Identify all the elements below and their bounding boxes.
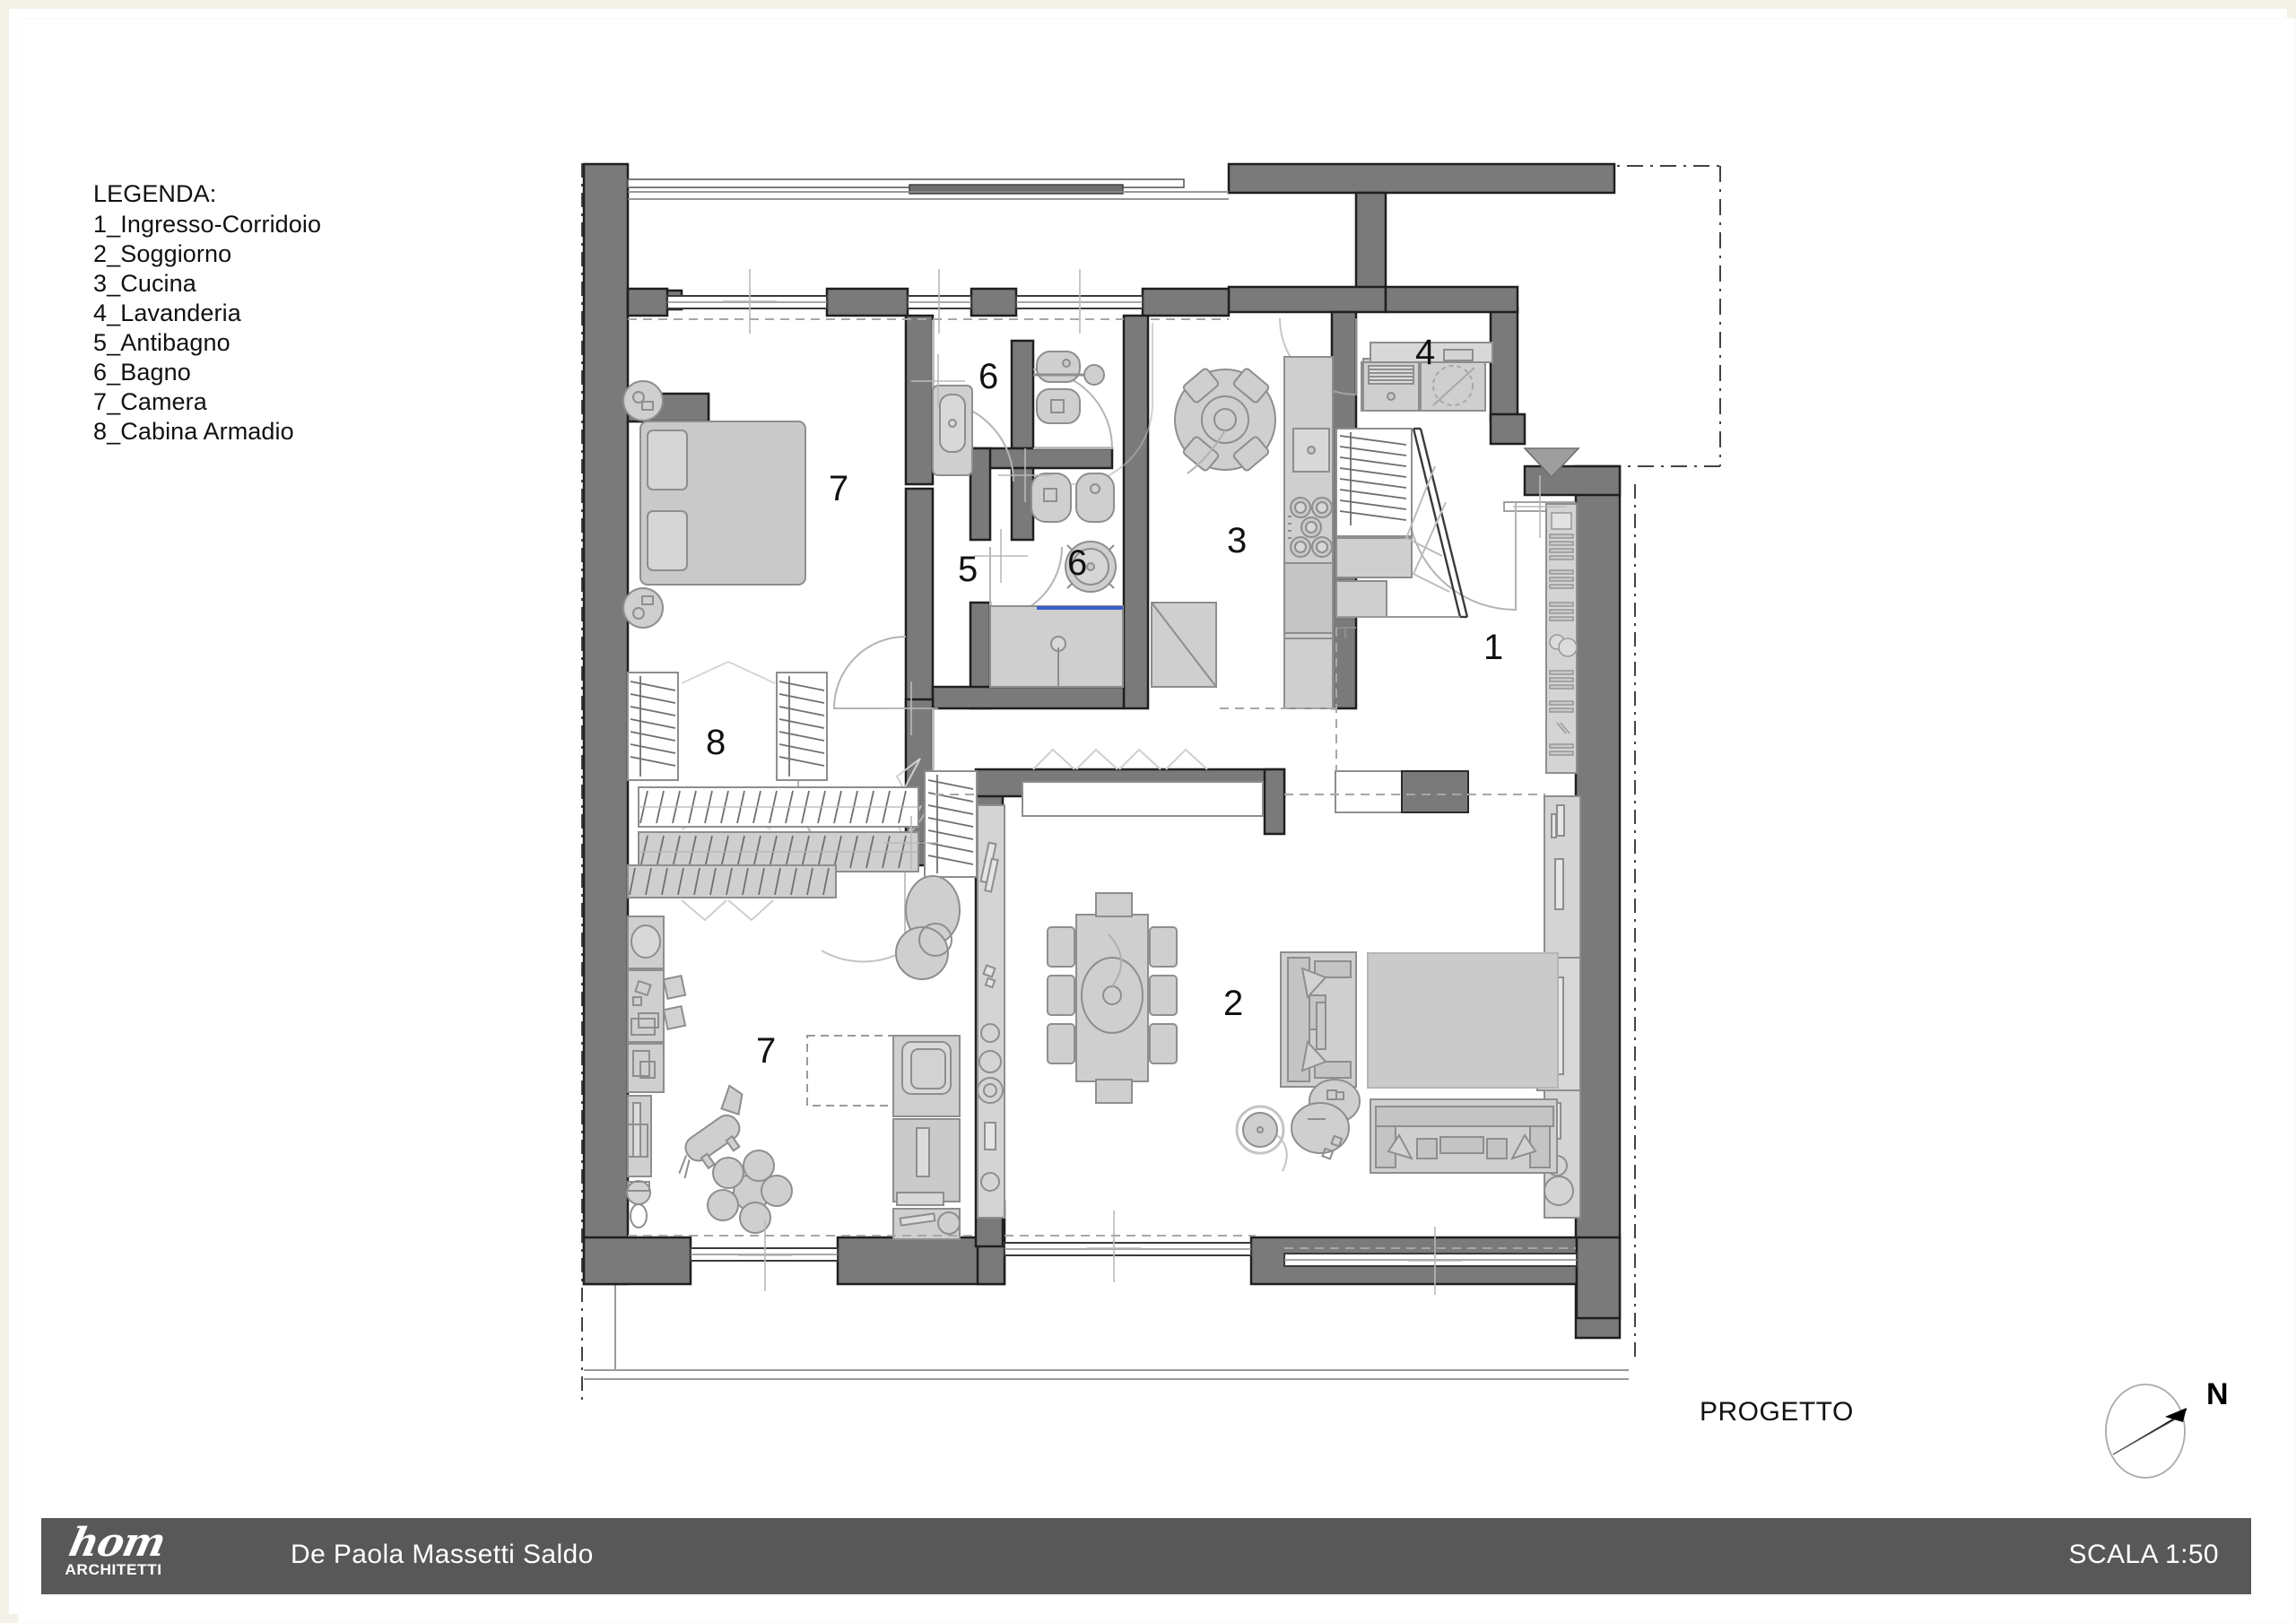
page-canvas <box>18 18 2296 1623</box>
balcony-sill-lines <box>628 191 1229 200</box>
legend-item-2: 2_Soggiorno <box>93 240 232 267</box>
dining-table-round <box>1174 368 1276 474</box>
scale-label: SCALA 1:50 <box>2068 1540 2219 1569</box>
rug <box>1367 952 1559 1089</box>
room-number-5: 5 <box>958 550 978 589</box>
toy-blob-top <box>895 875 961 980</box>
desk-unit-left <box>626 916 687 1228</box>
furniture <box>622 342 1581 1240</box>
room-number-8: 8 <box>706 723 726 762</box>
logo-subtitle: ARCHITETTI <box>65 1561 162 1578</box>
closet-bedroom7-lower <box>627 864 837 922</box>
shower-cabin <box>1151 602 1217 688</box>
floor-lamp-living <box>1235 1105 1288 1172</box>
toy-rocking-horse <box>678 1084 744 1179</box>
room-number-2: 2 <box>1223 984 1244 1023</box>
client-names: De Paola Massetti Saldo <box>291 1540 594 1569</box>
threshold-dashed-lines <box>628 318 1576 1249</box>
compass-circle <box>2105 1384 2186 1479</box>
child-bed <box>806 1035 961 1240</box>
towel-bar <box>1033 364 1105 386</box>
legend-item-5: 5_Antibagno <box>93 329 230 356</box>
corridor-shelving <box>1545 503 1578 774</box>
partition-shelf-side <box>977 804 1005 1219</box>
north-arrow-compass: N <box>2090 1372 2251 1488</box>
room-number-6-upper: 6 <box>978 357 999 396</box>
room-number-1: 1 <box>1483 628 1504 667</box>
legend-item-4: 4_Lavanderia <box>93 299 241 326</box>
legend-item-6: 6_Bagno <box>93 359 191 386</box>
sofa-left <box>1280 951 1357 1088</box>
shower-drain <box>1065 541 1117 593</box>
logo-wordmark: hom <box>65 1520 170 1566</box>
nightstand-lamp-top <box>622 380 664 421</box>
north-label: N <box>2206 1377 2229 1411</box>
room-number-3: 3 <box>1227 521 1248 560</box>
legend-item-1: 1_Ingresso-Corridoio <box>93 211 322 238</box>
level-marker-triangle <box>1523 447 1580 479</box>
legend-item-7: 7_Camera <box>93 388 207 415</box>
closet-hanging-left <box>627 672 679 781</box>
dryer <box>1420 349 1486 412</box>
closet-hanging-bottom-a <box>638 786 919 828</box>
legend: LEGENDA: 1_Ingresso-Corridoio 2_Soggiorn… <box>93 179 321 447</box>
site-guide-lines <box>584 1284 1629 1380</box>
washing-machine <box>1362 361 1420 412</box>
nightstand-lamp-bottom <box>622 587 664 629</box>
laundry-appliances <box>1361 342 1493 412</box>
drawing-title-label: PROGETTO <box>1700 1397 1854 1427</box>
closet-by-partition <box>893 758 978 878</box>
bidet <box>1075 473 1115 523</box>
partition-shelf-top <box>1022 748 1264 817</box>
stovetop <box>1288 497 1333 558</box>
kitchen-counter <box>1283 356 1334 709</box>
toy-flower <box>707 1150 793 1234</box>
room-number-6-lower: 6 <box>1067 543 1088 583</box>
corridor-console <box>1335 770 1469 813</box>
bed-double <box>639 421 806 586</box>
legend-item-3: 3_Cucina <box>93 270 196 297</box>
toilet-upper <box>1036 388 1081 424</box>
toilet-lower <box>1031 473 1072 523</box>
bathtub <box>932 385 973 476</box>
closet-hanging-right <box>776 672 828 781</box>
dining-table-long <box>1047 892 1178 1104</box>
studio-logo: hom ARCHITETTI <box>63 1520 215 1590</box>
legend-item-8: 8_Cabina Armadio <box>93 418 294 445</box>
room-number-7-lower: 7 <box>756 1031 777 1071</box>
coffee-tables <box>1291 1079 1361 1160</box>
sofa-bottom <box>1370 1098 1558 1174</box>
centerline-marks <box>723 269 1567 1295</box>
entry-closet <box>1335 428 1413 638</box>
legend-title: LEGENDA: <box>93 180 217 207</box>
room-number-7-upper: 7 <box>829 469 849 508</box>
compass-needle-head <box>2165 1408 2187 1422</box>
entry-door-leaf <box>1405 465 1450 593</box>
title-bar: hom ARCHITETTI De Paola Massetti Saldo S… <box>41 1518 2251 1594</box>
bathtub-lower <box>989 605 1124 688</box>
room-number-4: 4 <box>1415 333 1436 372</box>
